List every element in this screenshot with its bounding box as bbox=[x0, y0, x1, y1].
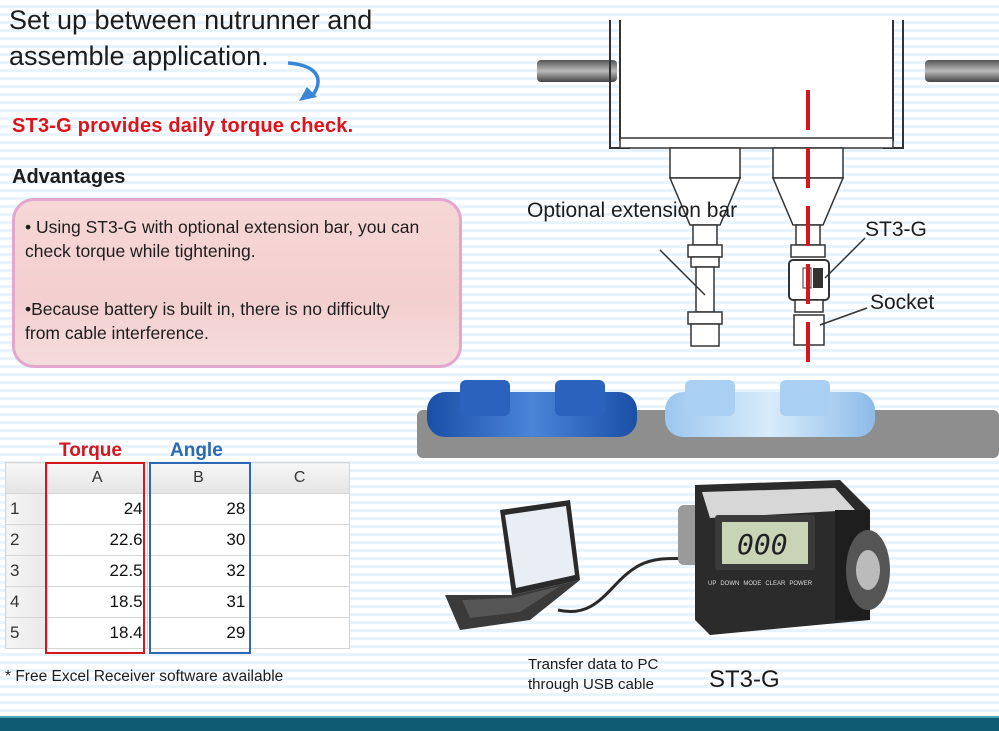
advantage-item: • Using ST3-G with optional extension ba… bbox=[25, 217, 420, 261]
table-row: 1 24 28 bbox=[5, 493, 350, 525]
mode-button-label: MODE bbox=[743, 581, 762, 587]
torque-cell: 22.6 bbox=[46, 524, 148, 556]
empty-cell bbox=[249, 586, 350, 618]
empty-cell bbox=[249, 524, 350, 556]
transfer-caption: Transfer data to PC through USB cable bbox=[528, 656, 659, 693]
advantage-item: •Because battery is built in, there is n… bbox=[25, 299, 390, 343]
column-header-b: B bbox=[146, 462, 251, 494]
usb-cable bbox=[557, 556, 703, 614]
laptop-icon bbox=[445, 500, 580, 630]
angle-column-highlight bbox=[149, 462, 251, 654]
footnote: * Free Excel Receiver software available bbox=[5, 668, 284, 685]
empty-cell bbox=[249, 493, 350, 525]
spreadsheet: A B C 1 24 28 2 22.6 30 3 22.5 32 4 18.5… bbox=[5, 462, 350, 649]
lcd-display bbox=[722, 522, 808, 564]
torque-header: Torque bbox=[59, 440, 122, 461]
device-buttons: UP DOWN MODE CLEAR POWER bbox=[708, 581, 812, 587]
advantages-box: • Using ST3-G with optional extension ba… bbox=[12, 198, 462, 368]
extension-bar-label: Optional extension bar bbox=[527, 199, 738, 222]
row-number: 5 bbox=[5, 617, 48, 649]
row-number: 4 bbox=[5, 586, 48, 618]
down-button-label: DOWN bbox=[720, 581, 740, 587]
footer-bar bbox=[0, 716, 999, 731]
angle-cell: 31 bbox=[146, 586, 251, 618]
table-row: 5 18.4 29 bbox=[5, 617, 350, 649]
angle-cell: 29 bbox=[146, 617, 251, 649]
empty-cell bbox=[249, 555, 350, 587]
power-button-label: POWER bbox=[789, 581, 813, 587]
headline: Set up between nutrunner and assemble ap… bbox=[9, 5, 373, 71]
handle-left bbox=[537, 60, 617, 82]
angle-cell: 32 bbox=[146, 555, 251, 587]
nutrunner-diagram bbox=[417, 20, 999, 458]
torque-cell: 18.4 bbox=[46, 617, 148, 649]
clear-button-label: CLEAR bbox=[765, 581, 786, 587]
column-header-row: A B C bbox=[5, 462, 350, 494]
socket-label: Socket bbox=[870, 291, 935, 314]
empty-cell bbox=[249, 617, 350, 649]
column-header-c: C bbox=[249, 462, 350, 494]
row-number: 2 bbox=[5, 524, 48, 556]
row-number: 3 bbox=[5, 555, 48, 587]
subhead: ST3-G provides daily torque check. bbox=[12, 115, 354, 137]
corner-cell bbox=[5, 462, 48, 494]
model-caption: ST3-G bbox=[709, 666, 780, 693]
angle-cell: 30 bbox=[146, 524, 251, 556]
device-label: ST3-G bbox=[865, 218, 927, 241]
table-row: 3 22.5 32 bbox=[5, 555, 350, 587]
column-header-a: A bbox=[46, 462, 148, 494]
advantages-heading: Advantages bbox=[12, 166, 126, 188]
up-button-label: UP bbox=[708, 581, 717, 587]
lcd-readout: 000 bbox=[737, 528, 788, 561]
table-row: 2 22.6 30 bbox=[5, 524, 350, 556]
workpiece-dark bbox=[427, 392, 637, 437]
torque-cell: 24 bbox=[46, 493, 148, 525]
table-row: 4 18.5 31 bbox=[5, 586, 350, 618]
angle-cell: 28 bbox=[146, 493, 251, 525]
angle-header: Angle bbox=[170, 440, 223, 461]
spreadsheet-table: A B C 1 24 28 2 22.6 30 3 22.5 32 4 18.5… bbox=[5, 462, 350, 649]
handle-right bbox=[925, 60, 999, 82]
row-number: 1 bbox=[5, 493, 48, 525]
laptop-and-device-photo bbox=[445, 480, 890, 635]
torque-column-highlight bbox=[45, 462, 145, 654]
st3g-device bbox=[678, 480, 890, 635]
torque-cell: 18.5 bbox=[46, 586, 148, 618]
curved-arrow-icon bbox=[287, 61, 320, 101]
